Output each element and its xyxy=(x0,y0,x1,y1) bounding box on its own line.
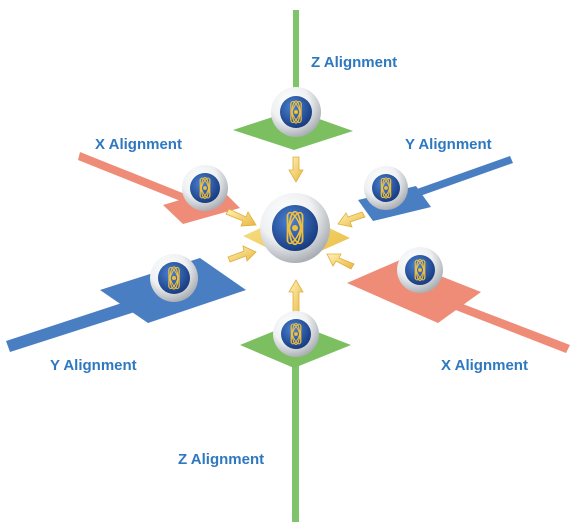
x-axis-left-line xyxy=(78,152,200,208)
z-axis-bottom-line xyxy=(292,340,299,522)
x-alignment-left-label: X Alignment xyxy=(95,136,182,153)
y-axis-right-line xyxy=(417,156,513,196)
z-alignment-bottom-label: Z Alignment xyxy=(178,451,265,468)
z-alignment-top-label: Z Alignment xyxy=(311,54,398,71)
atom-sphere-icon xyxy=(397,247,443,293)
y-alignment-right-label: Y Alignment xyxy=(405,136,492,153)
atom-sphere-icon xyxy=(364,166,408,210)
atom-sphere-icon xyxy=(260,193,330,263)
y-alignment-left-label: Y Alignment xyxy=(50,357,137,374)
x-axis-right-line xyxy=(430,293,570,353)
atom-sphere-icon xyxy=(182,165,228,211)
atom-sphere-icon xyxy=(271,87,321,137)
y-axis-left-line xyxy=(6,297,144,352)
x-alignment-right-label: X Alignment xyxy=(441,357,528,374)
arrow-icon xyxy=(225,156,366,319)
atom-sphere-icon xyxy=(273,311,319,357)
atom-sphere-icon xyxy=(150,254,198,302)
